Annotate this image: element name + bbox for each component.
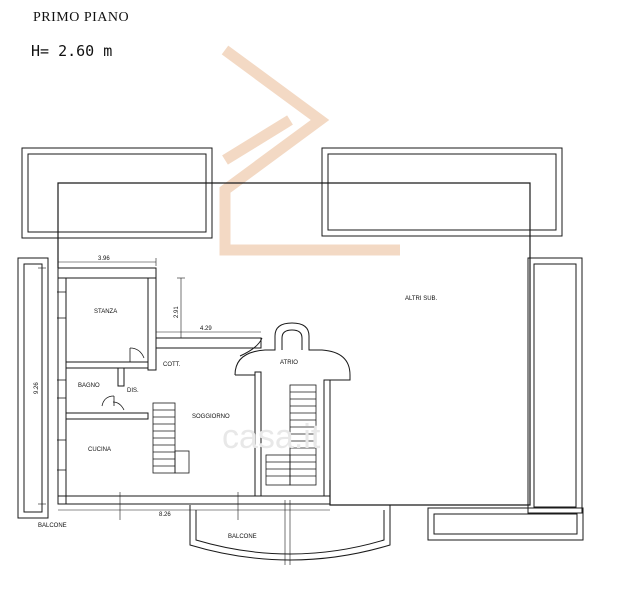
room-bagno: BAGNO [78,383,100,389]
dimension-lines [38,258,330,565]
room-atrio: ATRIO [280,360,298,366]
atrio-arches [234,322,351,381]
dim-926: 9.26 [34,382,40,394]
stair-atrio [265,384,317,486]
room-soggiorno: SOGGIORNO [192,414,230,420]
terrace-outlines [17,147,584,561]
ceiling-height: H= 2.60 m [31,42,113,60]
dim-826: 8.26 [159,512,171,518]
room-balcone-right: BALCONE [228,534,257,540]
room-cott: COTT. [163,362,181,368]
stair-soggiorno [152,402,190,474]
logo-watermark [219,45,400,256]
room-altri-sub: ALTRI SUB. [405,296,438,302]
dim-291: 2.91 [174,306,180,318]
room-balcone-left: BALCONE [38,523,67,529]
room-dis: DIS. [127,388,139,394]
outer-walls [57,182,531,506]
dim-429: 4.29 [200,326,212,332]
site-watermark: casa.it [222,418,321,456]
door-swings [57,291,145,471]
floor-title: PRIMO PIANO [33,10,130,25]
dim-396: 3.96 [98,256,110,262]
room-stanza: STANZA [94,309,117,315]
room-cucina: CUCINA [88,447,111,453]
